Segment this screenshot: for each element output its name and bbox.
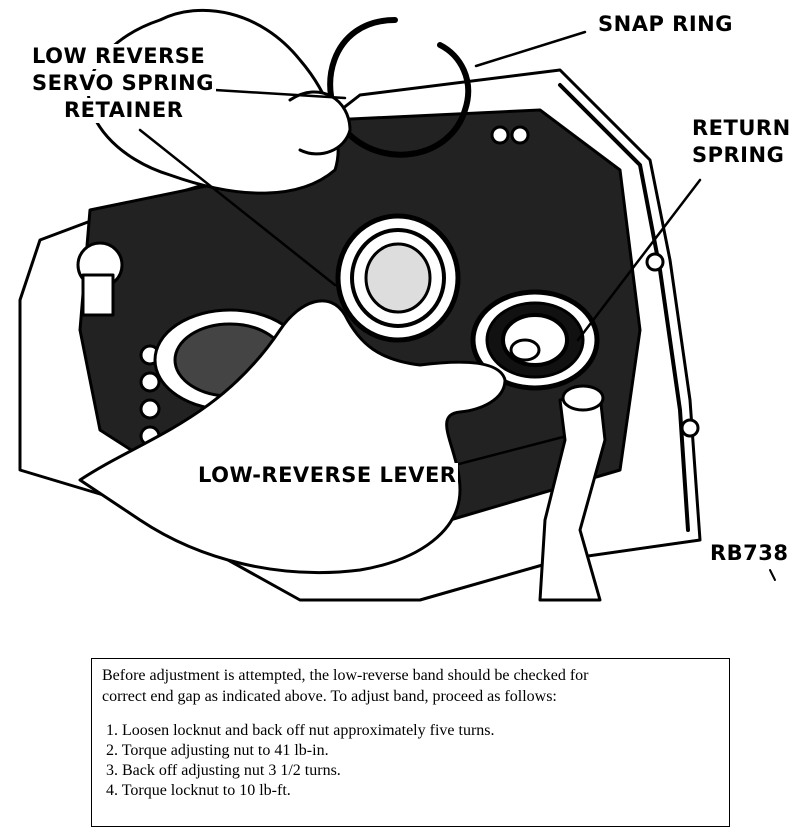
notes-intro-line2: correct end gap as indicated above. To a… bbox=[102, 688, 557, 705]
label-spring-retainer-line1: LOW REVERSE bbox=[30, 44, 208, 69]
label-spring-retainer-line2: SERVO SPRING bbox=[30, 71, 216, 96]
adjustment-steps-list: 1. Loosen locknut and back off nut appro… bbox=[102, 721, 719, 801]
transmission-illustration bbox=[18, 8, 776, 602]
notes-intro-line1: Before adjustment is attempted, the low-… bbox=[102, 667, 589, 684]
label-return-spring-line1: RETURN bbox=[690, 116, 793, 141]
adjustment-step: 2. Torque adjusting nut to 41 lb-in. bbox=[106, 742, 329, 759]
adjustment-step: 1. Loosen locknut and back off nut appro… bbox=[106, 722, 495, 739]
notes-intro: Before adjustment is attempted, the low-… bbox=[102, 665, 719, 707]
adjustment-step: 4. Torque locknut to 10 lb-ft. bbox=[106, 782, 291, 799]
label-snap-ring: SNAP RING bbox=[596, 12, 735, 37]
lower-hand bbox=[78, 299, 507, 575]
label-return-spring-line2: SPRING bbox=[690, 143, 787, 168]
label-figure-code: RB738 bbox=[708, 541, 791, 566]
snap-ring bbox=[327, 17, 472, 158]
adjustment-notes-box: Before adjustment is attempted, the low-… bbox=[91, 658, 730, 827]
label-low-reverse-lever: LOW-REVERSE LEVER bbox=[196, 463, 459, 488]
adjustment-step: 3. Back off adjusting nut 3 1/2 turns. bbox=[106, 762, 341, 779]
label-spring-retainer-line3: RETAINER bbox=[62, 98, 186, 123]
low-reverse-lever bbox=[538, 393, 607, 602]
